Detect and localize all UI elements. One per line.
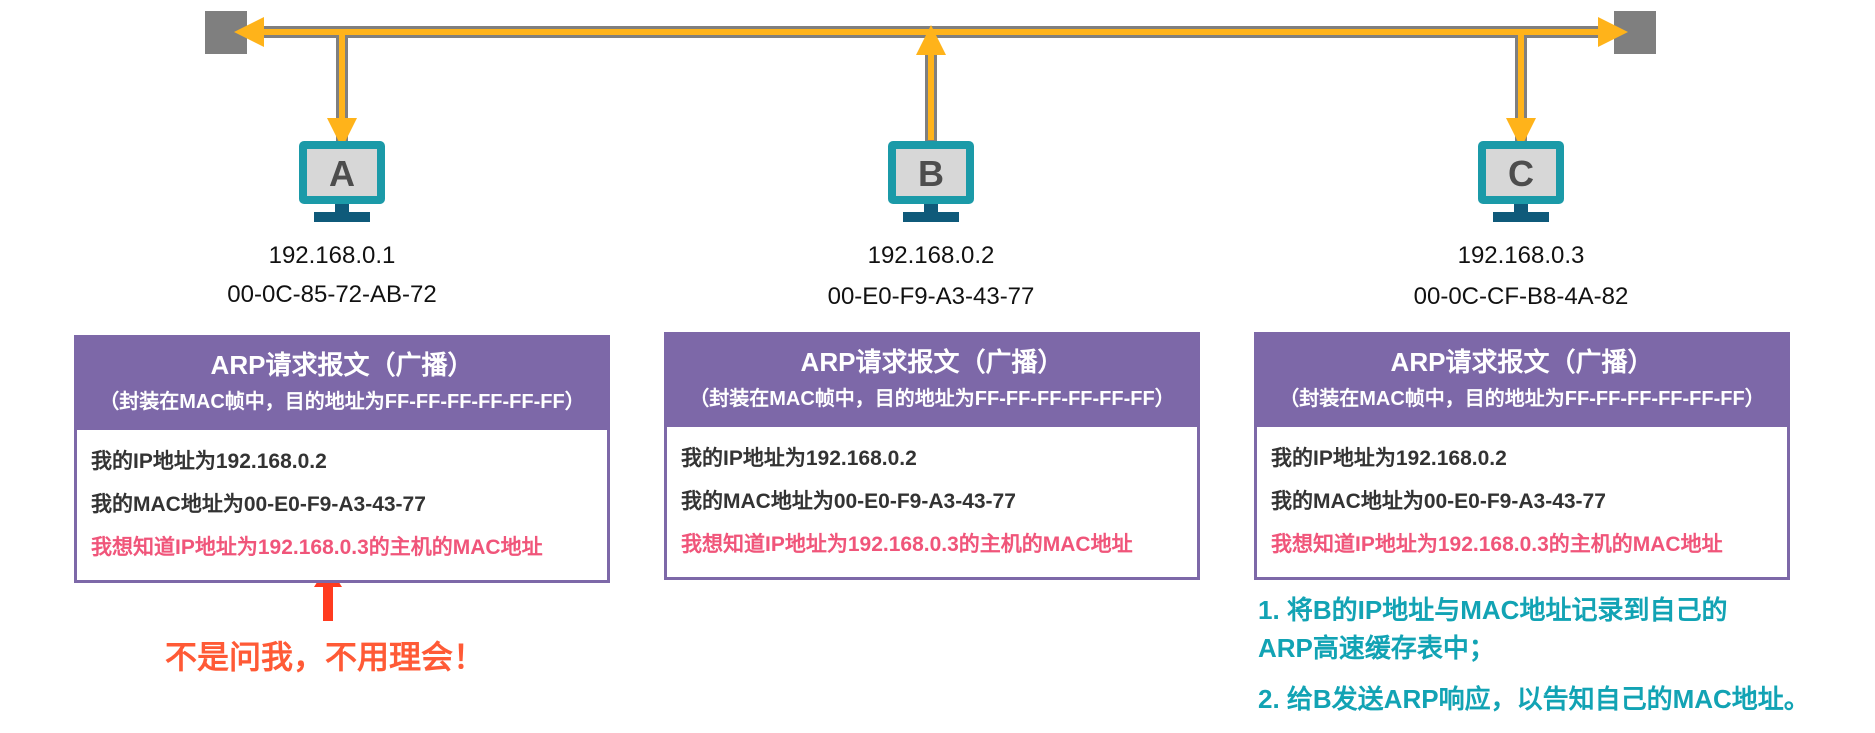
arp-box-body: 我的IP地址为192.168.0.2 我的MAC地址为00-E0-F9-A3-4… bbox=[1257, 427, 1787, 566]
host-b-monitor-icon: B bbox=[888, 141, 974, 222]
host-c-mac: 00-0C-CF-B8-4A-82 bbox=[1413, 283, 1629, 310]
arp-line-ip: 我的IP地址为192.168.0.2 bbox=[91, 450, 327, 473]
arp-line-question: 我想知道IP地址为192.168.0.3的主机的MAC地址 bbox=[91, 536, 543, 559]
arp-line-ip: 我的IP地址为192.168.0.2 bbox=[1271, 447, 1507, 470]
host-c-step1-line2: ARP高速缓存表中； bbox=[1258, 633, 1495, 663]
arp-line-mac: 我的MAC地址为00-E0-F9-A3-43-77 bbox=[91, 493, 426, 516]
arp-box-body: 我的IP地址为192.168.0.2 我的MAC地址为00-E0-F9-A3-4… bbox=[77, 430, 607, 569]
arp-box-title: ARP请求报文（广播） bbox=[800, 347, 1064, 377]
arp-box-header: ARP请求报文（广播） （封装在MAC帧中，目的地址为FF-FF-FF-FF-F… bbox=[1257, 335, 1787, 427]
arp-line-question: 我想知道IP地址为192.168.0.3的主机的MAC地址 bbox=[1271, 533, 1723, 556]
arp-box-header: ARP请求报文（广播） （封装在MAC帧中，目的地址为FF-FF-FF-FF-F… bbox=[667, 335, 1197, 427]
bus-terminator-left bbox=[205, 11, 247, 54]
arp-line-mac: 我的MAC地址为00-E0-F9-A3-43-77 bbox=[1271, 490, 1606, 513]
arp-box-title: ARP请求报文（广播） bbox=[210, 350, 474, 380]
host-c-monitor-icon: C bbox=[1478, 141, 1564, 222]
host-c-step2: 2. 给B发送ARP响应，以告知自己的MAC地址。 bbox=[1258, 684, 1810, 714]
host-b-mac: 00-E0-F9-A3-43-77 bbox=[827, 283, 1035, 310]
arp-line-ip: 我的IP地址为192.168.0.2 bbox=[681, 447, 917, 470]
host-a-label: A bbox=[329, 153, 355, 194]
arp-box-body: 我的IP地址为192.168.0.2 我的MAC地址为00-E0-F9-A3-4… bbox=[667, 427, 1197, 566]
host-a-monitor-icon: A bbox=[299, 141, 385, 222]
arp-line-mac: 我的MAC地址为00-E0-F9-A3-43-77 bbox=[681, 490, 1016, 513]
host-b-ip: 192.168.0.2 bbox=[867, 242, 995, 269]
bus-terminator-right bbox=[1614, 11, 1656, 54]
arp-request-box-b: ARP请求报文（广播） （封装在MAC帧中，目的地址为FF-FF-FF-FF-F… bbox=[664, 332, 1200, 580]
host-c-label: C bbox=[1508, 153, 1534, 194]
arp-request-box-c: ARP请求报文（广播） （封装在MAC帧中，目的地址为FF-FF-FF-FF-F… bbox=[1254, 332, 1790, 580]
arp-line-question: 我想知道IP地址为192.168.0.3的主机的MAC地址 bbox=[681, 533, 1133, 556]
arp-box-subtitle: （封装在MAC帧中，目的地址为FF-FF-FF-FF-FF-FF） bbox=[689, 388, 1175, 410]
host-a-ip: 192.168.0.1 bbox=[268, 242, 396, 269]
arp-box-title: ARP请求报文（广播） bbox=[1390, 347, 1654, 377]
host-c-step1-line1: 1. 将B的IP地址与MAC地址记录到自己的 bbox=[1258, 595, 1728, 625]
arp-box-header: ARP请求报文（广播） （封装在MAC帧中，目的地址为FF-FF-FF-FF-F… bbox=[77, 338, 607, 430]
host-a-ignore-note: 不是问我，不用理会！ bbox=[165, 639, 486, 675]
arp-box-subtitle: （封装在MAC帧中，目的地址为FF-FF-FF-FF-FF-FF） bbox=[1279, 388, 1765, 410]
arp-box-subtitle: （封装在MAC帧中，目的地址为FF-FF-FF-FF-FF-FF） bbox=[99, 391, 585, 413]
host-c-ip: 192.168.0.3 bbox=[1457, 242, 1585, 269]
host-a-mac: 00-0C-85-72-AB-72 bbox=[227, 281, 437, 308]
arp-request-box-a: ARP请求报文（广播） （封装在MAC帧中，目的地址为FF-FF-FF-FF-F… bbox=[74, 335, 610, 583]
host-b-label: B bbox=[918, 153, 944, 194]
